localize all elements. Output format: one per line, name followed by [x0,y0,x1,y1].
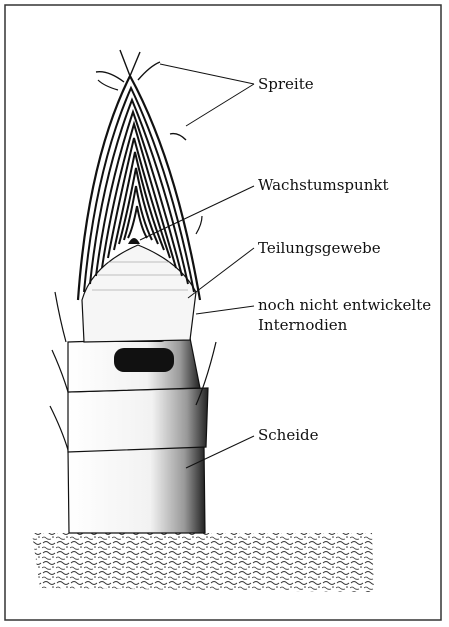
label-scheide: Scheide [258,426,319,445]
label-teilungsgewebe: Teilungsgewebe [258,239,381,258]
label-internodien-line2: Internodien [258,316,347,335]
label-internodien-line1: noch nicht entwickelte [258,296,431,315]
soil [32,533,374,592]
label-spreite: Spreite [258,75,314,94]
label-wachstumspunkt: Wachstumspunkt [258,176,388,195]
growth-point [128,238,140,244]
